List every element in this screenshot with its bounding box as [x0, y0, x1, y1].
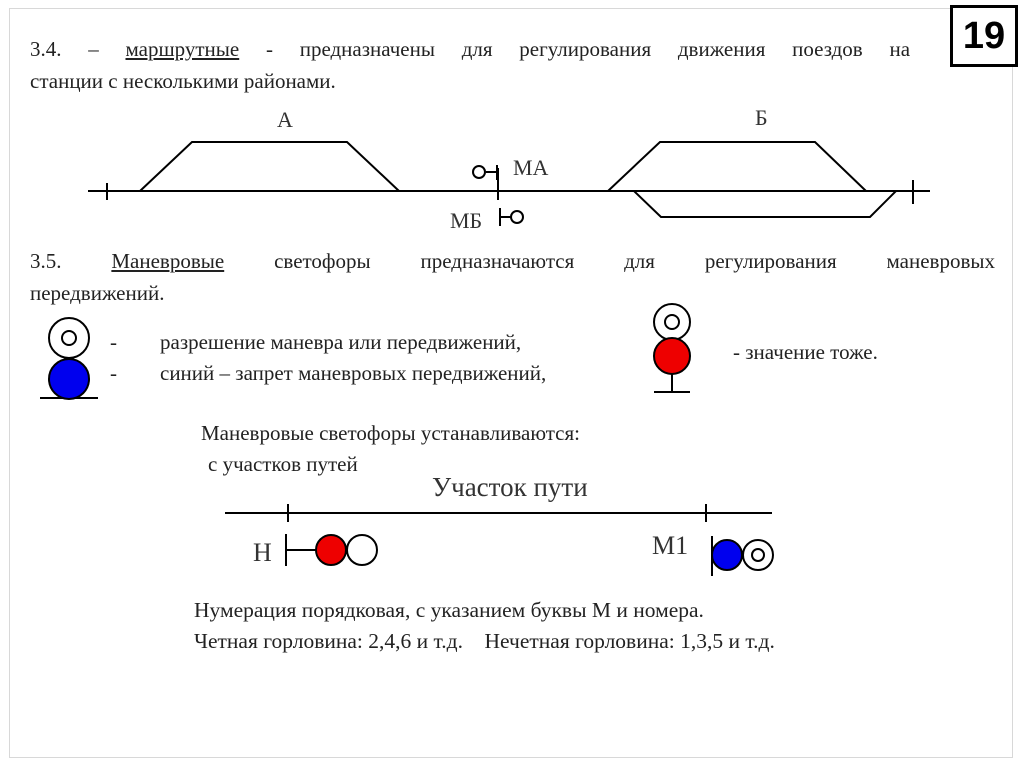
label-signal-mb: МБ	[450, 208, 482, 233]
label-district-a: А	[277, 107, 293, 132]
track-section-title: Участок пути	[432, 472, 588, 502]
install-note-line-1: Маневровые светофоры устанавливаются:	[201, 421, 580, 445]
section-3-5-line-1: 3.5. Маневровые светофоры предназначаютс…	[30, 246, 995, 277]
section-3-4-line-1: 3.4. – маршрутные - предназначены для ре…	[30, 34, 910, 65]
legend-item-blue-prohibition: синий – запрет маневровых передвижений,	[160, 361, 547, 385]
numbering-line-1: Нумерация порядковая, с указанием буквы …	[194, 598, 704, 622]
section-3-4-term: маршрутные	[125, 37, 240, 61]
section-3-4-line-2: станции с несколькими районами.	[30, 69, 336, 93]
legend-item-permission: разрешение маневра или передвижений,	[160, 330, 522, 354]
page-number: 19	[962, 14, 1006, 57]
district-b-siding-upper	[607, 141, 867, 192]
signal-mb-icon	[499, 208, 524, 226]
section-3-5-text: светофоры предназначаются для регулирова…	[274, 249, 995, 273]
install-note-line-2: с участков путей	[208, 452, 358, 476]
signal-m1-icon	[711, 536, 774, 576]
shunting-signal-left-icon	[40, 317, 98, 400]
section-3-5-number: 3.5.	[30, 249, 62, 273]
signal-n-icon	[285, 534, 378, 566]
label-signal-n: Н	[253, 538, 272, 567]
section-3-4-number: 3.4. –	[30, 37, 99, 61]
signal-ma-icon	[472, 165, 498, 180]
legend-dash-1: -	[110, 330, 117, 354]
legend-same-meaning: - значение тоже.	[733, 340, 878, 364]
label-signal-ma: МА	[513, 155, 549, 180]
numbering-line-2: Четная горловина: 2,4,6 и т.д. Нечетная …	[194, 629, 775, 653]
legend-dash-2: -	[110, 361, 117, 385]
shunting-signal-right-icon	[653, 303, 691, 393]
section-3-4-text: - предназначены для регулирования движен…	[265, 37, 911, 61]
section-3-5-term: Маневровые	[111, 249, 225, 273]
district-a-siding	[139, 141, 400, 192]
label-district-b: Б	[755, 105, 768, 130]
page-number-badge: 19	[950, 5, 1018, 67]
section-3-5-line-2: передвижений.	[30, 281, 165, 305]
district-b-siding-lower	[633, 190, 897, 218]
label-signal-m1: М1	[652, 531, 688, 560]
slide-frame	[9, 8, 1013, 758]
